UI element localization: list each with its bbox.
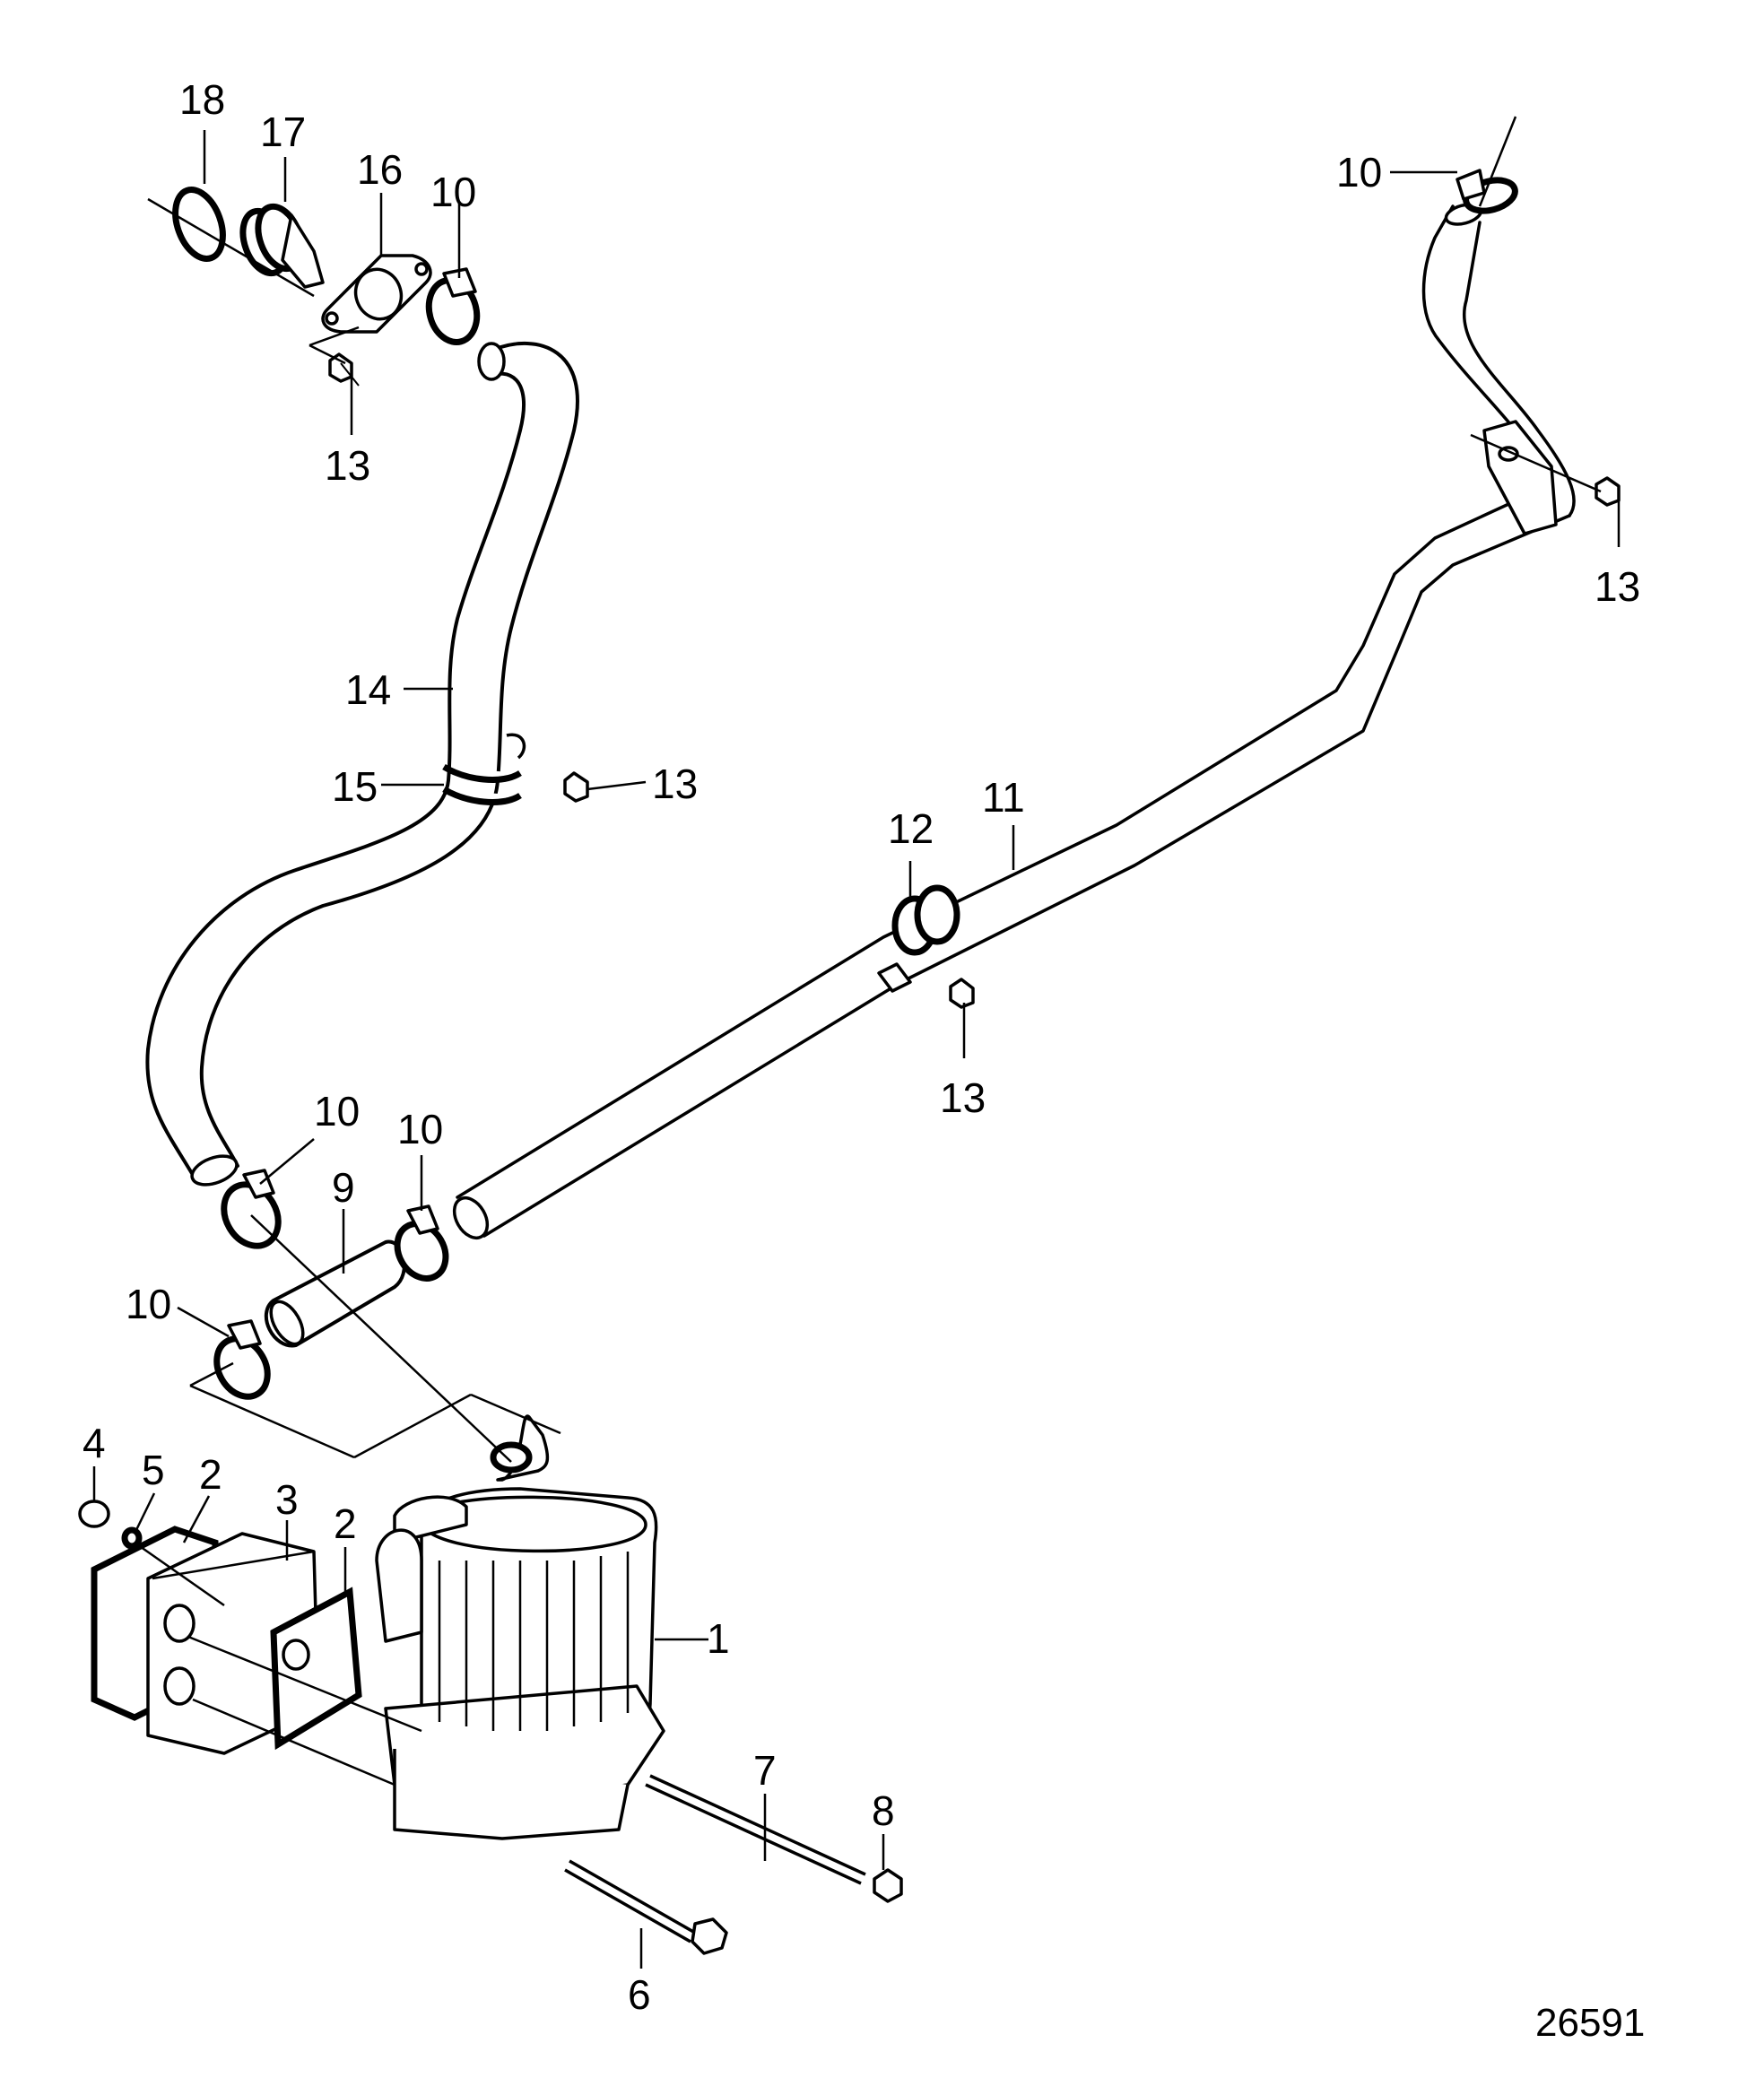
callout-13-pipe: 13 [940,1074,986,1121]
callout-4: 4 [83,1420,106,1466]
callout-16: 16 [357,146,403,193]
clamp-10-e [213,1319,271,1400]
drawing-number: 26591 [1535,2001,1645,2045]
callout-7: 7 [753,1747,777,1794]
callout-2-right: 2 [334,1500,357,1547]
callout-10-right: 10 [1336,149,1382,196]
callout-10-lower: 10 [126,1281,171,1327]
bolt-6 [564,1859,728,1955]
leader-lines [92,116,1621,1969]
nut-8 [873,1868,903,1903]
callout-11: 11 [982,774,1025,821]
callout-17: 17 [260,109,306,155]
screw-13-b [563,771,589,803]
mount-12 [877,884,960,993]
callout-14: 14 [345,666,391,713]
clamp-10-b [1456,169,1518,214]
callout-9: 9 [332,1164,355,1211]
callout-10-mid: 10 [397,1106,443,1152]
callout-2-left: 2 [199,1451,222,1498]
callout-6: 6 [628,1971,651,2018]
screw-13-c [949,978,975,1009]
callout-15: 15 [332,763,378,810]
callout-1: 1 [707,1615,730,1662]
callout-13-right: 13 [1595,563,1640,610]
clamp-10-a [425,267,481,345]
callout-12: 12 [888,805,934,852]
flange-16 [321,254,432,334]
callout-3: 3 [275,1476,299,1523]
callout-labels: 1 2 2 3 4 5 6 7 8 9 10 10 10 10 10 11 12… [83,76,1645,2045]
callout-18: 18 [179,76,225,123]
callout-10-mid-left: 10 [314,1088,360,1135]
plug-4 [78,1500,110,1528]
air-pump-1 [375,1414,665,1840]
callout-10-top: 10 [430,169,476,215]
nipple-17 [239,203,325,289]
clamp-15 [442,733,526,805]
stud-7 [645,1774,866,1885]
pipe-11 [452,203,1576,1240]
gasket-2-b [270,1587,362,1751]
clamp-10-c [221,1169,282,1249]
hose-14 [145,342,579,1187]
callout-13-mid: 13 [652,761,698,807]
callout-5: 5 [142,1447,165,1493]
o-ring-18 [172,187,226,262]
callout-8: 8 [872,1787,895,1834]
callout-13-top-left: 13 [325,442,370,489]
clamp-10-d [394,1204,449,1282]
